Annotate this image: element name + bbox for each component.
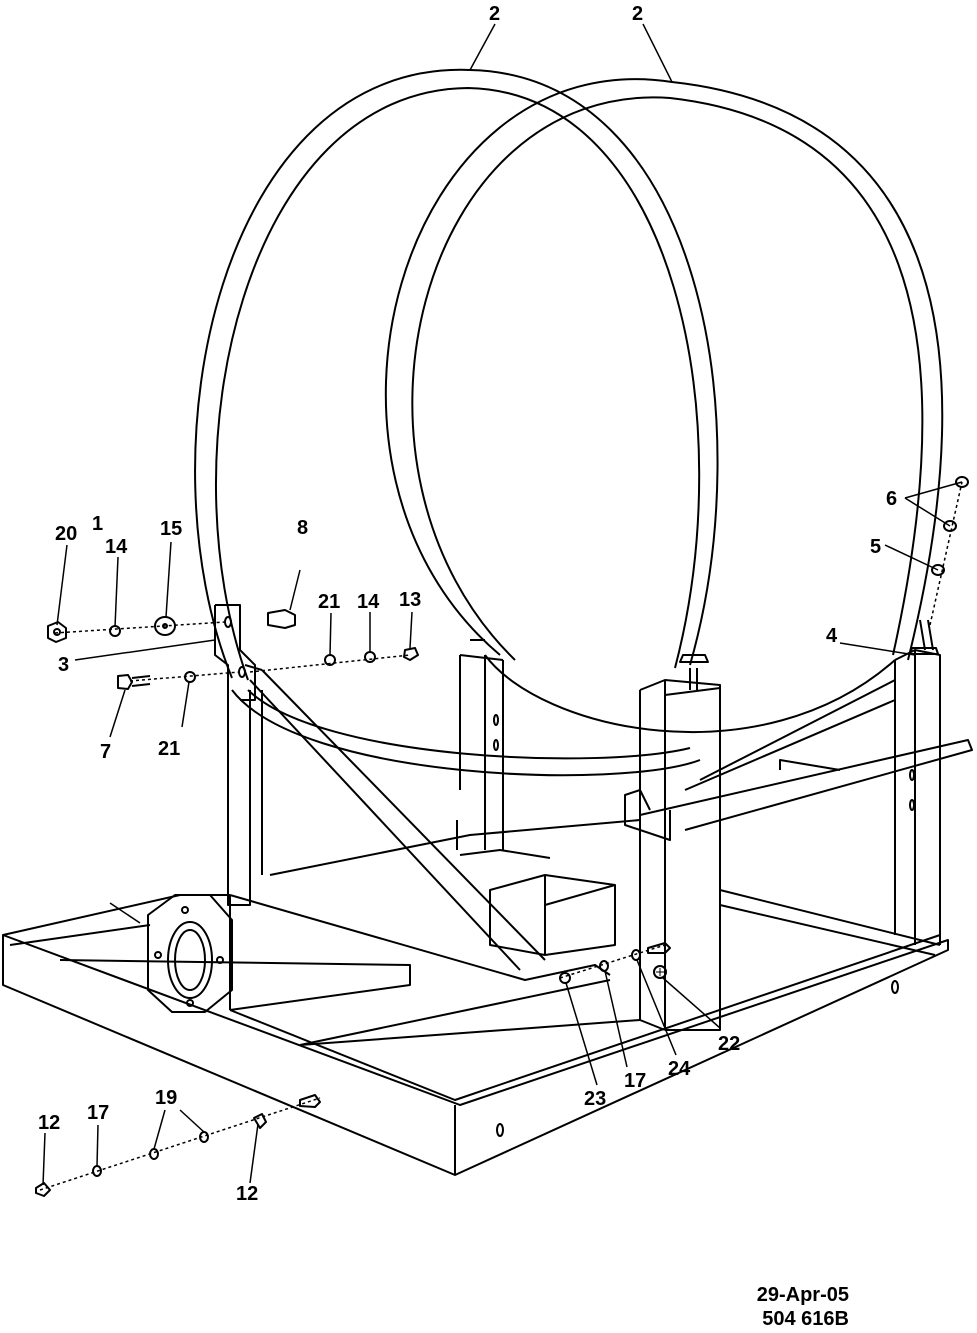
callout-21b: 21	[158, 738, 180, 760]
callout-24: 24	[668, 1058, 691, 1080]
callout-labels: 2 2 1 3 4 5 6 7 8 12 12 13 14 14 15 17 1…	[38, 3, 897, 1205]
callout-7: 7	[100, 741, 111, 763]
callout-2b: 2	[632, 3, 643, 25]
hardware-bottom-right	[559, 942, 671, 984]
callout-12a: 12	[38, 1112, 60, 1134]
left-upright	[214, 604, 263, 906]
leader-lines	[42, 23, 963, 1186]
callout-1: 1	[92, 513, 103, 535]
mounting-plate	[147, 894, 233, 1013]
callout-13: 13	[399, 589, 421, 611]
callout-8: 8	[297, 517, 308, 539]
callout-14a: 14	[105, 536, 128, 558]
callout-5: 5	[870, 536, 881, 558]
callout-14b: 14	[357, 591, 380, 613]
callout-3: 3	[58, 654, 69, 676]
callout-15: 15	[160, 518, 182, 540]
threaded-studs	[470, 619, 939, 690]
diagonal-brace	[244, 664, 546, 971]
callout-6: 6	[886, 488, 897, 510]
callout-20: 20	[55, 523, 77, 545]
footer-drawing-number: 504 616B	[762, 1308, 849, 1330]
callout-4: 4	[826, 625, 838, 647]
center-block	[459, 849, 616, 956]
callout-12b: 12	[236, 1183, 258, 1205]
hardware-left	[47, 609, 419, 690]
hoop-rear	[385, 78, 944, 661]
far-right-post	[894, 649, 941, 945]
cross-bar	[624, 679, 973, 841]
rear-posts	[456, 654, 504, 850]
hoop-front	[194, 68, 896, 777]
callout-19: 19	[155, 1087, 177, 1109]
callout-17a: 17	[87, 1102, 109, 1124]
hardware-bottom-left	[35, 1094, 321, 1197]
footer-date: 29-Apr-05	[756, 1284, 849, 1306]
hardware-right-top	[931, 476, 969, 576]
callout-22: 22	[718, 1033, 740, 1055]
callout-21a: 21	[318, 591, 340, 613]
callout-2a: 2	[489, 3, 500, 25]
callout-23: 23	[584, 1088, 606, 1110]
base-frame	[2, 819, 949, 1176]
callout-17b: 17	[624, 1070, 646, 1092]
